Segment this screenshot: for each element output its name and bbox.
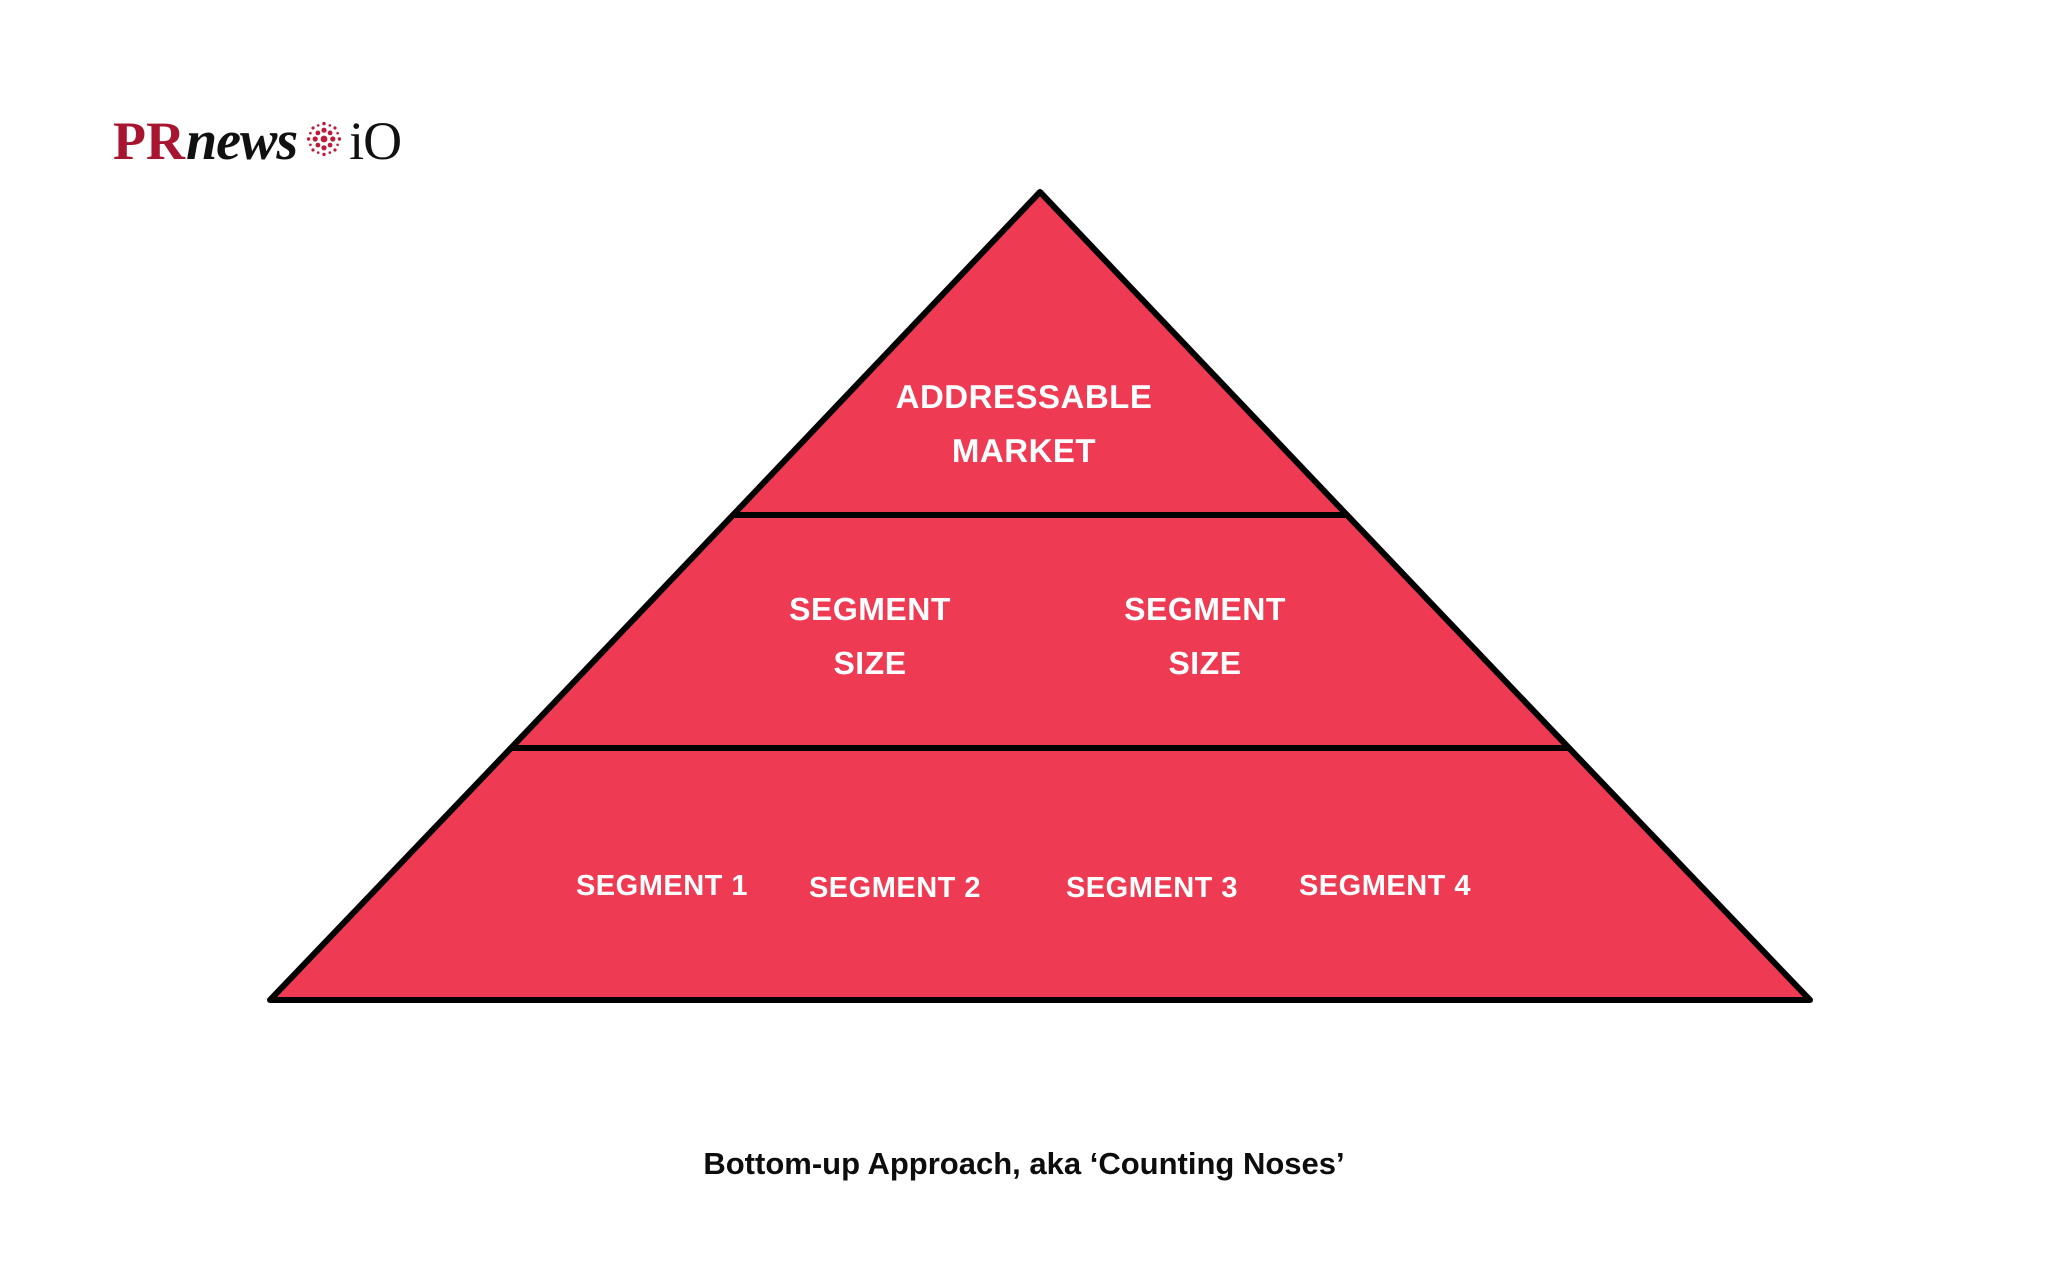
logo-text-news: news: [185, 110, 298, 172]
tier-bottom-segment-3-label: SEGMENT 3: [1065, 872, 1239, 904]
tier-middle-segment-2-line2: SIZE: [1168, 645, 1242, 681]
pyramid-tier-middle-shape: [508, 512, 1572, 751]
tier-middle-segment-2-label: SEGMENT SIZE: [1055, 582, 1355, 690]
tier-top-label-line2: MARKET: [951, 432, 1097, 469]
tier-top-label-group: ADDRESSABLE MARKET: [0, 370, 2048, 478]
tier-bottom-segment-2-label: SEGMENT 2: [808, 872, 982, 904]
tier-bottom-segment-4-label: SEGMENT 4: [1298, 870, 1472, 902]
tier-middle-segment-1-label: SEGMENT SIZE: [720, 582, 1020, 690]
diagram-caption: Bottom-up Approach, aka ‘Counting Noses’: [703, 1146, 1345, 1181]
tier-middle-segment-2-line1: SEGMENT: [1124, 591, 1286, 627]
prnewsio-logo[interactable]: PR news: [113, 110, 402, 172]
tier-top-label-line1: ADDRESSABLE: [895, 378, 1153, 415]
tier-bottom-segment-1-label: SEGMENT 1: [575, 870, 749, 902]
tier-middle-segment-1-line2: SIZE: [833, 645, 907, 681]
logo-text-io: iO: [349, 111, 402, 171]
tier-middle-segment-1-line1: SEGMENT: [789, 591, 951, 627]
logo-text-pr: PR: [113, 111, 185, 171]
dot-cluster-icon: [304, 119, 344, 164]
